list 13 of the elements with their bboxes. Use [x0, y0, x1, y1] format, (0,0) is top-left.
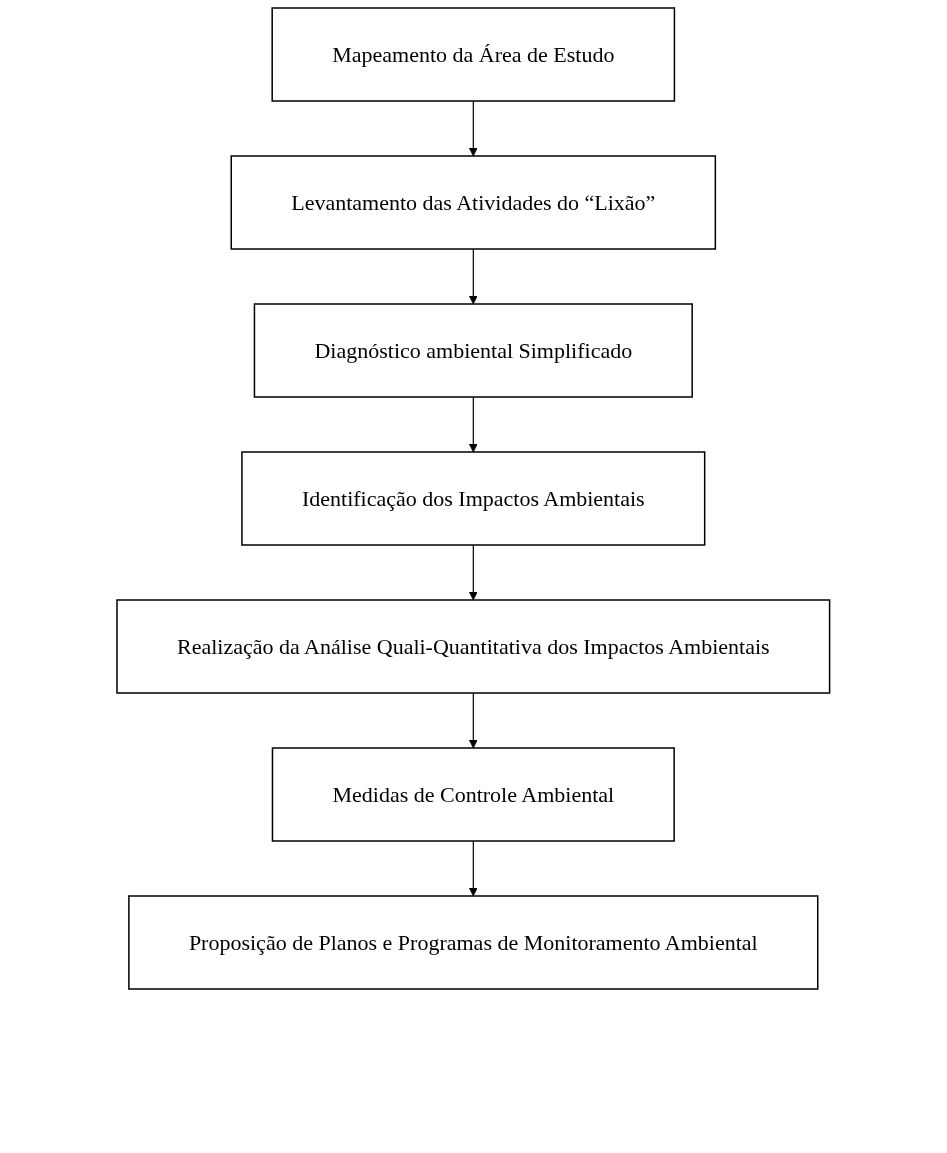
arrow: [469, 840, 478, 897]
arrow: [469, 692, 478, 749]
node-box: Levantamento das Atividades do “Lixão”: [230, 155, 717, 250]
node-box: Mapeamento da Área de Estudo: [271, 7, 676, 102]
arrow: [469, 396, 478, 453]
node-box: Medidas de Controle Ambiental: [271, 747, 676, 842]
node-box: Realização da Análise Quali-Quantitativa dos Impactos Ambientais: [116, 599, 831, 694]
node-box: Identificação dos Impactos Ambientais: [241, 451, 706, 546]
node-box: Proposição de Planos e Programas de Monitoramento Ambiental: [128, 895, 819, 990]
arrow: [469, 100, 478, 157]
arrow: [469, 544, 478, 601]
arrow: [469, 248, 478, 305]
node-box: Diagnóstico ambiental Simplificado: [253, 303, 694, 398]
